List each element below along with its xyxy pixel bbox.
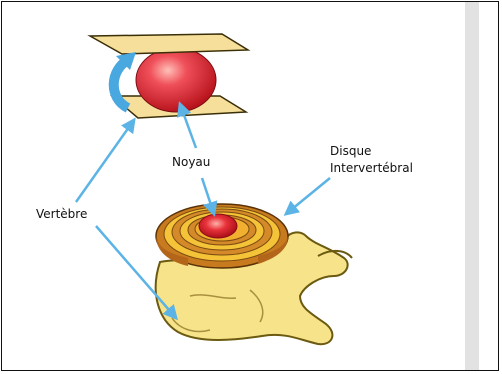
rotation-arrow-icon xyxy=(114,60,128,108)
schematic-nucleus-ball xyxy=(136,48,216,112)
disc-nucleus xyxy=(199,214,237,238)
label-noyau: Noyau xyxy=(172,155,210,169)
label-disque-line1: Disque xyxy=(330,144,371,158)
vertebra-illustration xyxy=(156,204,352,344)
schematic-model xyxy=(90,34,248,118)
label-vertebre: Vertèbre xyxy=(36,207,87,221)
upper-plate xyxy=(90,34,248,54)
arrow-vertebre-to-plate xyxy=(76,120,134,202)
label-disque-line2: Intervertébral xyxy=(330,161,413,175)
arrow-disque-to-disc xyxy=(286,178,330,214)
